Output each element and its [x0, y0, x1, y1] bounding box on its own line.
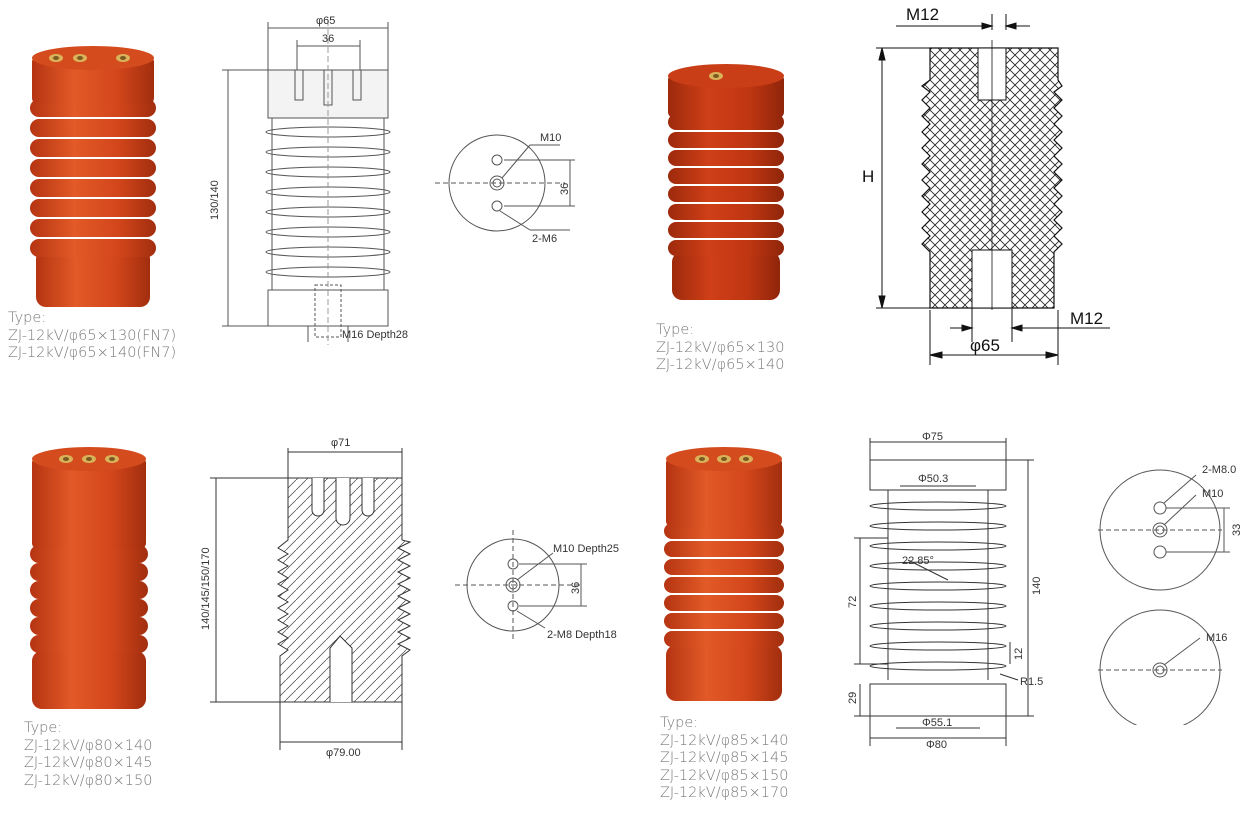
- product-1-types: Type: ZJ-12kV/φ65×130(FN7) ZJ-12kV/φ65×1…: [8, 310, 176, 363]
- dim-top-view-spacing: 33: [1231, 524, 1243, 536]
- model-label: ZJ-12kV/φ65×140: [656, 357, 785, 373]
- product-2: Type: ZJ-12kV/φ65×130 ZJ-12kV/φ65×140: [630, 0, 1260, 400]
- dim-top-thread: M12: [906, 5, 939, 24]
- top-view-3: M10 Depth25 36 2-M8 Depth18: [455, 530, 619, 641]
- insulator-photo-1: [30, 46, 156, 307]
- product-2-types: Type: ZJ-12kV/φ65×130 ZJ-12kV/φ65×140: [656, 322, 784, 375]
- dim-base-height: 29: [847, 692, 859, 704]
- dim-radius: R1.5: [1020, 676, 1043, 688]
- dim-bottom-diameter: φ79.00: [326, 747, 361, 759]
- dim-top-diameter: φ71: [331, 437, 350, 449]
- model-label: ZJ-12kV/φ65×130(FN7): [8, 327, 177, 344]
- insulator-photo-2: [668, 64, 784, 300]
- dim-top-diameter: Φ75: [922, 431, 943, 443]
- dim-height: H: [862, 167, 874, 186]
- dim-inner-diameter: Φ50.3: [918, 473, 948, 485]
- top-view-1: M10 36 2-M6: [435, 132, 575, 245]
- dim-pitch: 12: [1013, 648, 1025, 660]
- dim-top-view-hole: M10: [540, 132, 561, 144]
- type-heading: Type:: [656, 322, 695, 338]
- dim-shed-height: 72: [847, 596, 859, 608]
- side-drawing-2: M12 H M12 φ65: [862, 5, 1110, 365]
- dim-top-view-side-holes: 2-M6: [532, 233, 557, 245]
- dim-angle: 22.85°: [902, 555, 934, 567]
- product-1: Type: ZJ-12kV/φ65×130(FN7) ZJ-12kV/φ65×1…: [0, 0, 630, 400]
- dim-height: 130/140: [209, 180, 221, 220]
- insulator-photo-3: [30, 447, 148, 709]
- type-heading: Type:: [8, 310, 47, 326]
- model-label: ZJ-12kV/φ65×130: [656, 339, 785, 356]
- dim-bottom-hole: M16 Depth28: [342, 329, 408, 341]
- type-heading: Type:: [660, 715, 699, 731]
- side-drawing-4: Φ75 Φ50.3 22.85° 72 140 12 R1.5 29 Φ55.1…: [847, 431, 1043, 750]
- dim-top-view-side-holes: 2-M8 Depth18: [547, 629, 617, 641]
- dim-base-outer: Φ80: [926, 739, 947, 750]
- dim-top-view-spacing: 36: [570, 582, 582, 594]
- dim-top-diameter: φ65: [316, 15, 335, 27]
- dim-bottom-view-hole: M16: [1206, 632, 1227, 644]
- model-label: ZJ-12kV/φ80×145: [24, 755, 153, 771]
- product-4-types: Type: ZJ-12kV/φ85×140 ZJ-12kV/φ85×145 ZJ…: [660, 715, 788, 803]
- dim-top-view-hole: M10 Depth25: [553, 543, 619, 555]
- top-view-4: 2-M8.0 M10 33 M16: [1098, 464, 1243, 725]
- model-label: ZJ-12kV/φ85×140: [660, 732, 789, 749]
- product-3: Type: ZJ-12kV/φ80×140 ZJ-12kV/φ80×145 ZJ…: [0, 405, 630, 829]
- dim-base-inner: Φ55.1: [922, 717, 952, 729]
- model-label: ZJ-12kV/φ80×150: [24, 772, 153, 789]
- model-label: ZJ-12kV/φ85×150: [660, 767, 789, 784]
- dim-top-view-side-holes: 2-M8.0: [1202, 464, 1236, 476]
- dim-diameter: φ65: [970, 336, 1000, 355]
- model-label: ZJ-12kV/φ85×170: [660, 785, 789, 801]
- product-3-types: Type: ZJ-12kV/φ80×140 ZJ-12kV/φ80×145 ZJ…: [24, 720, 152, 790]
- model-label: ZJ-12kV/φ80×140: [24, 737, 153, 754]
- product-4: Type: ZJ-12kV/φ85×140 ZJ-12kV/φ85×145 ZJ…: [630, 405, 1260, 829]
- dim-total-height: 140: [1031, 577, 1043, 595]
- model-label: ZJ-12kV/φ65×140(FN7): [8, 345, 177, 361]
- dim-top-view-hole: M10: [1202, 488, 1223, 500]
- dim-bottom-thread: M12: [1070, 309, 1103, 328]
- dim-top-view-spacing: 36: [559, 183, 571, 195]
- side-drawing-1: φ65 36 130/140 M16 Depth28: [209, 15, 408, 345]
- side-drawing-3: φ71 140/145/150/170 φ79.00: [200, 437, 412, 759]
- dim-height: 140/145/150/170: [200, 547, 212, 630]
- model-label: ZJ-12kV/φ85×145: [660, 750, 789, 766]
- type-heading: Type:: [24, 720, 63, 736]
- insulator-photo-4: [664, 447, 784, 701]
- dim-hole-spacing: 36: [322, 33, 334, 45]
